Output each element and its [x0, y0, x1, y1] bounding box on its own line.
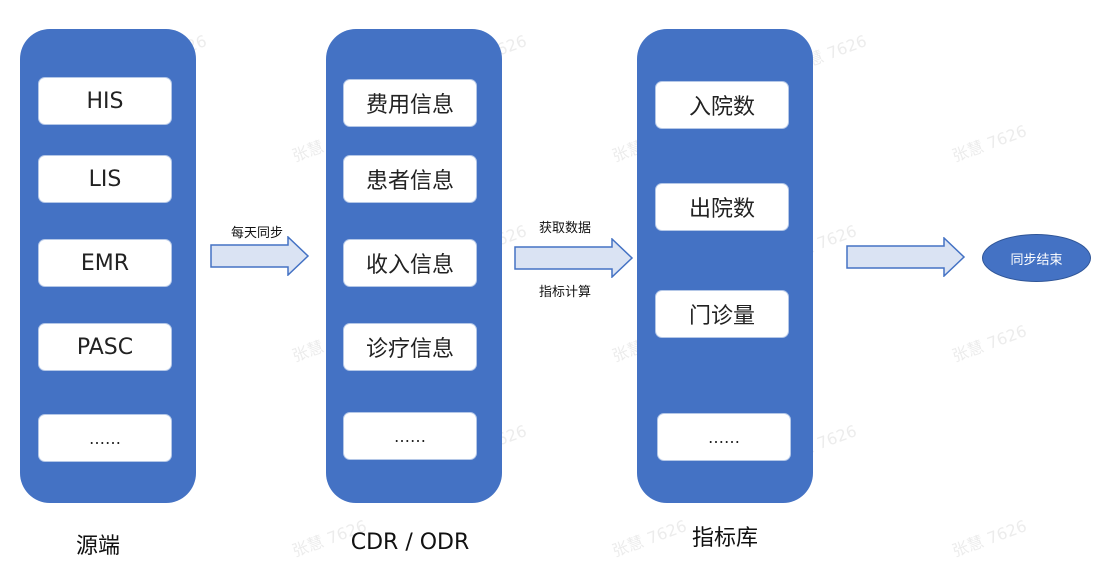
source-item-lis: LIS [38, 155, 172, 203]
sync-arrow-1 [210, 236, 310, 276]
indicator-item-admissions: 入院数 [655, 81, 789, 129]
sync-arrow-1-label: 每天同步 [230, 226, 283, 241]
cdr-caption: CDR / ODR [350, 530, 470, 555]
sync-arrow-3 [846, 237, 966, 277]
cdr-item-patient: 患者信息 [343, 155, 477, 203]
sync-arrow-2 [514, 238, 634, 278]
indicator-column: 入院数 出院数 门诊量 …… [637, 29, 813, 503]
source-item-emr: EMR [38, 239, 172, 287]
source-item-pasc: PASC [38, 323, 172, 371]
source-column: HIS LIS EMR PASC …… [20, 29, 196, 503]
source-item-his: HIS [38, 77, 172, 125]
indicator-item-discharges: 出院数 [655, 183, 789, 231]
indicator-item-more: …… [657, 413, 791, 461]
sync-end-node: 同步结束 [982, 234, 1091, 282]
source-caption: 源端 [75, 534, 120, 559]
indicator-caption: 指标库 [691, 526, 758, 551]
sync-arrow-2-top-label: 获取数据 [538, 221, 591, 236]
cdr-column: 费用信息 患者信息 收入信息 诊疗信息 …… [326, 29, 502, 503]
cdr-item-cost: 费用信息 [343, 79, 477, 127]
cdr-item-diagnosis: 诊疗信息 [343, 323, 477, 371]
sync-arrow-2-bottom-label: 指标计算 [538, 285, 591, 300]
cdr-item-income: 收入信息 [343, 239, 477, 287]
cdr-item-more: …… [343, 412, 477, 460]
indicator-item-outpatient: 门诊量 [655, 290, 789, 338]
source-item-more: …… [38, 414, 172, 462]
